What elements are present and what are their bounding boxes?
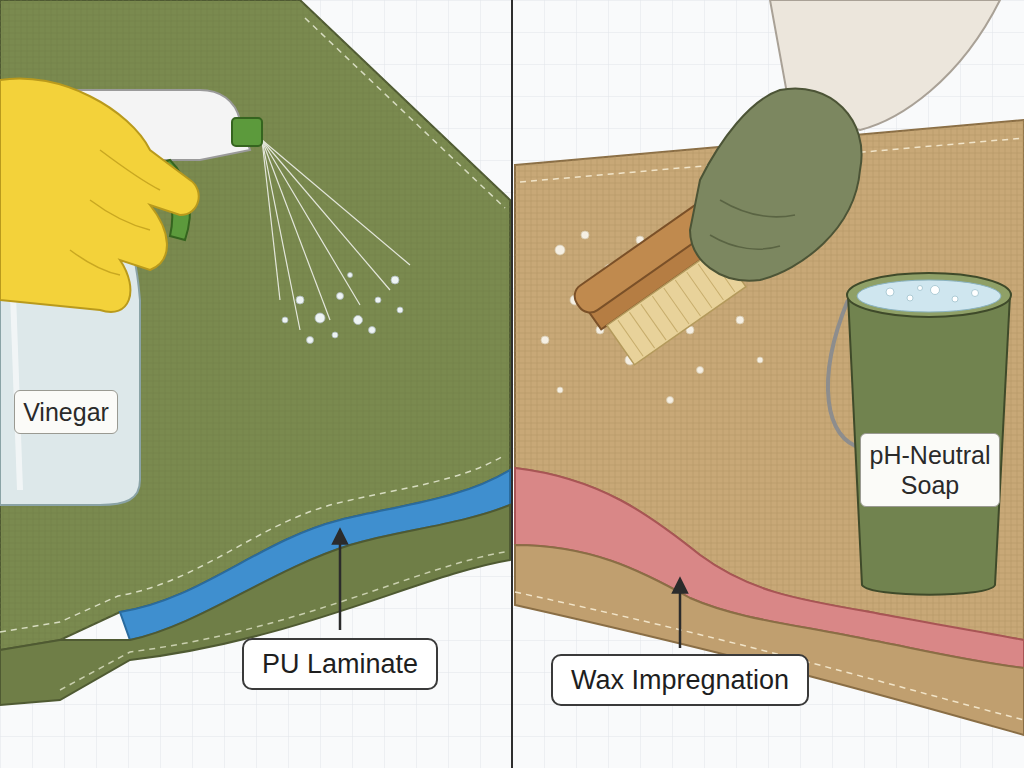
droplets [348, 273, 353, 278]
bubbles [952, 296, 958, 302]
droplets [332, 332, 338, 338]
droplets [337, 293, 344, 300]
droplets [375, 297, 381, 303]
panel-divider [511, 0, 513, 768]
glove-creases [90, 200, 150, 230]
soap-foam [557, 387, 563, 393]
soap-foam [697, 367, 704, 374]
bubbles [907, 295, 913, 301]
stitching [305, 18, 505, 208]
spray-mist [262, 140, 330, 320]
spray-mist [262, 140, 360, 305]
yellow-glove [0, 78, 199, 312]
bucket-rim [847, 273, 1011, 317]
spray-mist [262, 140, 390, 290]
droplets [397, 307, 403, 313]
spray-mist [262, 140, 410, 265]
soap-foam [541, 336, 549, 344]
nozzle [232, 118, 262, 146]
bucket-label: pH-Neutral Soap [860, 433, 1000, 507]
glove-creases [710, 200, 795, 249]
callout-box: Wax Impregnation [551, 654, 809, 706]
glove-creases [710, 235, 780, 249]
droplets [391, 276, 399, 284]
soapy-water [857, 280, 1001, 312]
callout-box: PU Laminate [242, 638, 438, 690]
droplets [307, 337, 314, 344]
soap-foam [736, 316, 744, 324]
stitching [515, 592, 1024, 720]
glove-creases [70, 250, 120, 275]
bottle-label: Vinegar [14, 390, 118, 434]
droplets [282, 317, 288, 323]
soap-foam [581, 231, 589, 239]
spray-mist [262, 140, 300, 330]
droplets [369, 327, 376, 334]
olive-glove [690, 88, 862, 280]
spray-mist [262, 140, 410, 330]
droplets [296, 296, 304, 304]
bubbles [918, 286, 923, 291]
layer-label: Wax Impregnation [571, 664, 789, 696]
fabric-backing [0, 505, 510, 705]
bubbles [886, 288, 894, 296]
glove-creases [720, 200, 795, 217]
droplets [315, 313, 325, 323]
leader-arrow [339, 536, 342, 630]
bubbles [972, 290, 979, 297]
soap-foam [555, 245, 565, 255]
glove-creases [100, 150, 160, 190]
pu-panel [0, 0, 510, 705]
droplets [354, 316, 363, 325]
soap-foam [667, 397, 674, 404]
droplets [282, 273, 403, 344]
wax-panel [515, 0, 1024, 735]
leader-arrow [679, 585, 682, 648]
soap-foam [757, 357, 763, 363]
bubbles [886, 286, 979, 303]
stitching [60, 552, 505, 690]
layer-label: PU Laminate [262, 648, 418, 680]
glove-creases [70, 150, 160, 275]
spray-mist [262, 140, 280, 300]
bubbles [931, 286, 940, 295]
bucket [848, 295, 1010, 595]
